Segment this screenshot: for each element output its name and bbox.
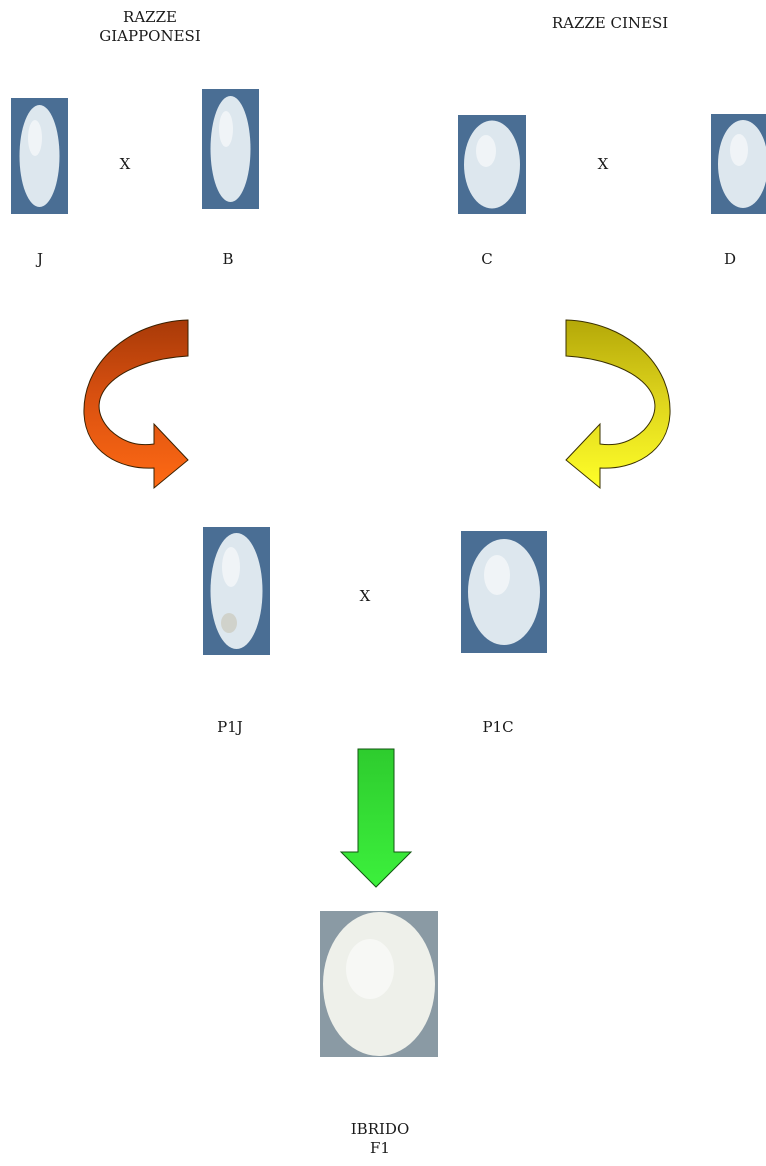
header-chinese-races: RAZZE CINESI	[551, 14, 669, 32]
curved-arrow-left-icon	[80, 318, 192, 490]
label-j: J	[36, 250, 43, 268]
cocoon-p1j	[203, 527, 270, 655]
cocoon-c	[458, 115, 526, 214]
label-c: C	[481, 250, 493, 268]
cocoon-hybrid-f1	[320, 911, 438, 1057]
label-hybrid-f1: IBRIDO F1	[350, 1120, 410, 1157]
cross-symbol-cd: X	[597, 155, 609, 173]
cocoon-p1c	[461, 531, 547, 653]
cocoon-b	[202, 89, 259, 209]
label-p1c: P1C	[482, 718, 514, 736]
header-japanese-races: RAZZE GIAPPONESI	[99, 8, 201, 45]
cocoon-d	[711, 114, 766, 214]
label-d: D	[723, 250, 737, 268]
label-p1j: P1J	[217, 718, 243, 736]
curved-arrow-right-icon	[562, 318, 674, 490]
cocoon-j	[11, 98, 68, 214]
down-arrow-icon	[339, 748, 413, 888]
label-b: B	[222, 250, 234, 268]
cross-symbol-p1: X	[359, 587, 371, 605]
cross-symbol-jb: X	[119, 155, 131, 173]
